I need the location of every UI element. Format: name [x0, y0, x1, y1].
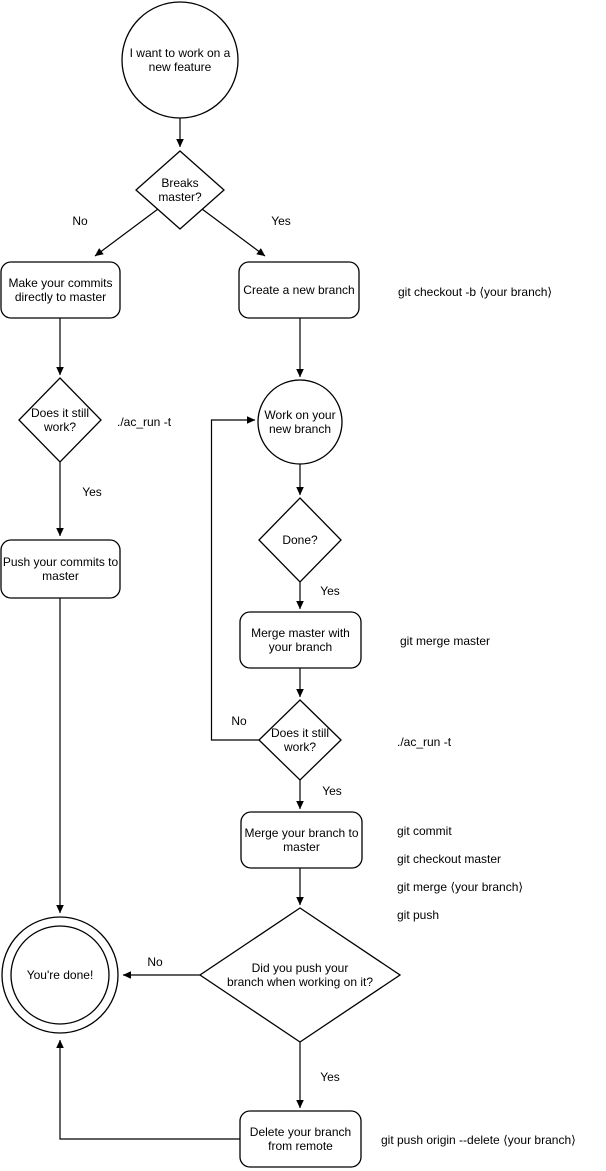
edge-label-no-did-push: No — [147, 955, 163, 969]
annotation-merge-master-cmd: git merge master — [400, 634, 491, 648]
edge-breaks-no — [94, 208, 159, 257]
breaks-master-diamond-shape — [135, 150, 225, 230]
done-diamond-shape — [258, 497, 342, 583]
merge-branch-box-shape — [240, 811, 363, 869]
annotation-ac-run-2: ./ac_run -t — [397, 735, 452, 749]
edge-delete-to-done-loop — [56, 1039, 240, 1140]
edge-label-yes-breaks: Yes — [271, 214, 291, 228]
create-branch-box-shape — [238, 261, 360, 319]
annotation-merge-branch-cmds: git commit git checkout master git merge… — [397, 810, 523, 936]
delete-branch-box-shape — [239, 1110, 362, 1168]
still-work-1-diamond-shape — [18, 377, 102, 463]
work-branch-node-shape — [257, 379, 343, 465]
did-push-diamond-shape — [198, 907, 402, 1043]
youre-done-inner-circle-shape — [10, 925, 110, 1025]
edge-label-yes-still-work-2: Yes — [322, 784, 342, 798]
edge-breaks-yes — [201, 208, 266, 257]
annotation-ac-run-1: ./ac_run -t — [117, 415, 172, 429]
merge-master-box-shape — [239, 611, 362, 669]
annotation-checkout-cmd: git checkout -b ⟨your branch⟩ — [398, 285, 553, 299]
edge-label-yes-still-work-1: Yes — [82, 485, 102, 499]
edge-label-no-still-work-2: No — [231, 714, 247, 728]
edge-label-no-breaks: No — [72, 214, 88, 228]
still-work-2-diamond-shape — [258, 699, 342, 781]
annotation-cmd-git-merge: git merge ⟨your branch⟩ — [397, 880, 524, 894]
edge-stillwork2-no-loop — [210, 416, 259, 741]
annotation-cmd-git-push: git push — [397, 908, 440, 922]
edge-label-yes-did-push: Yes — [320, 1070, 340, 1084]
start-node-shape — [121, 1, 239, 119]
push-commits-box-shape — [0, 539, 121, 599]
make-commits-box-shape — [0, 261, 121, 319]
annotation-delete-cmd: git push origin --delete ⟨your branch⟩ — [381, 1133, 576, 1147]
edge-label-yes-done: Yes — [320, 584, 340, 598]
annotation-cmd-git-checkout: git checkout master — [397, 852, 502, 866]
annotation-cmd-git-commit: git commit — [397, 824, 452, 838]
